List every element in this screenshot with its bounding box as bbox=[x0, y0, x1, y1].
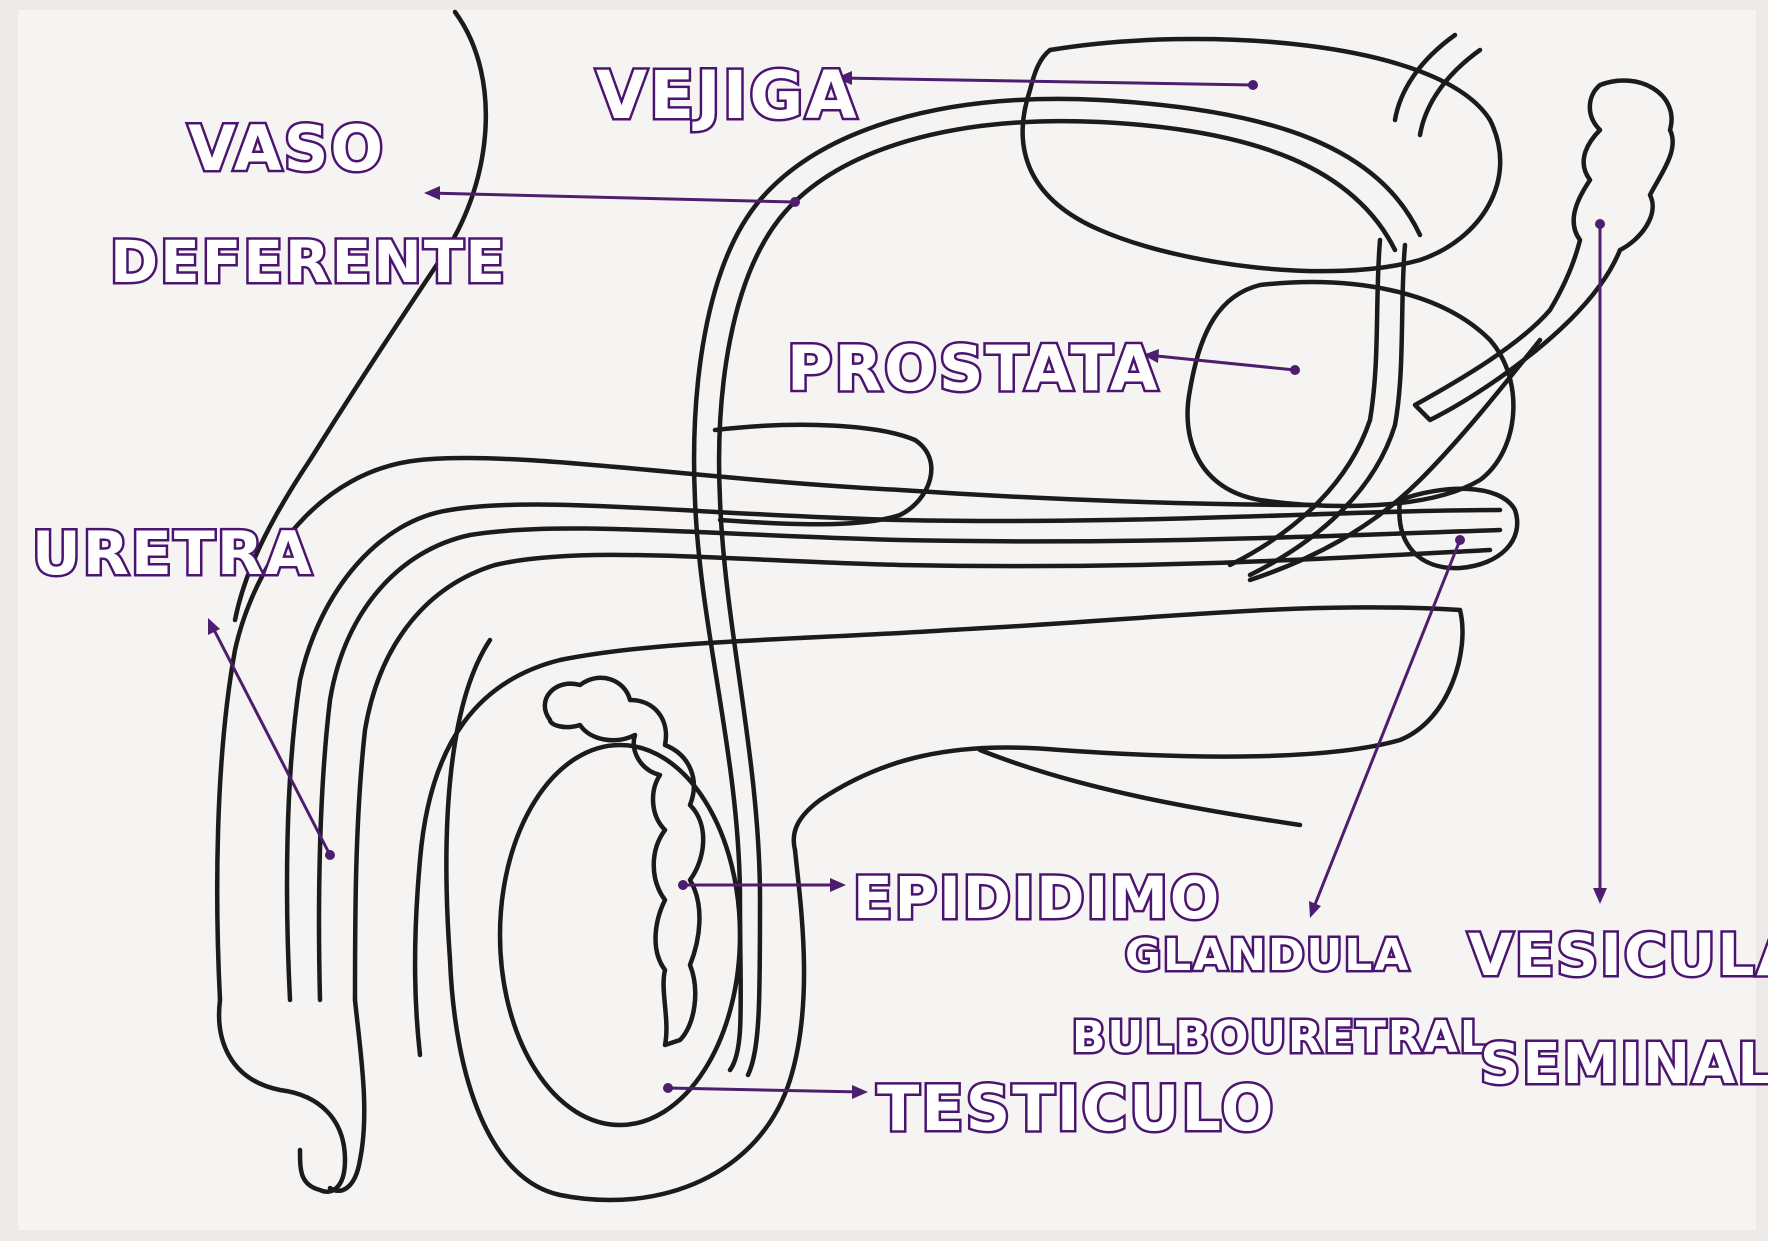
label-vesicula-line1: VESICULA bbox=[1468, 921, 1768, 989]
label-vaso-deferente-line2: DEFERENTE bbox=[110, 228, 507, 296]
label-vejiga: VEJIGA bbox=[596, 57, 859, 134]
label-glandula-line1: GLANDULA bbox=[1125, 930, 1410, 981]
label-testiculo: TESTICULO bbox=[877, 1072, 1276, 1145]
label-glandula-line2: BULBOURETRAL bbox=[1072, 1012, 1490, 1063]
pointer-vesicula-dot bbox=[1595, 219, 1605, 229]
pointer-glandula-dot bbox=[1455, 535, 1465, 545]
label-epididimo: EPIDIDIMO bbox=[853, 864, 1221, 932]
label-vesicula-line2: SEMINAL bbox=[1480, 1032, 1768, 1097]
pointer-epididimo-dot bbox=[678, 880, 688, 890]
label-uretra: URETRA bbox=[32, 519, 313, 589]
pointer-uretra-dot bbox=[325, 850, 335, 860]
label-vaso-deferente-line1: VASO bbox=[188, 112, 385, 185]
pointer-testiculo-dot bbox=[663, 1083, 673, 1093]
pointer-prostata-dot bbox=[1290, 365, 1300, 375]
pointer-vaso-dot bbox=[790, 197, 800, 207]
label-prostata: PROSTATA bbox=[787, 332, 1160, 405]
pointer-vejiga-dot bbox=[1248, 80, 1258, 90]
